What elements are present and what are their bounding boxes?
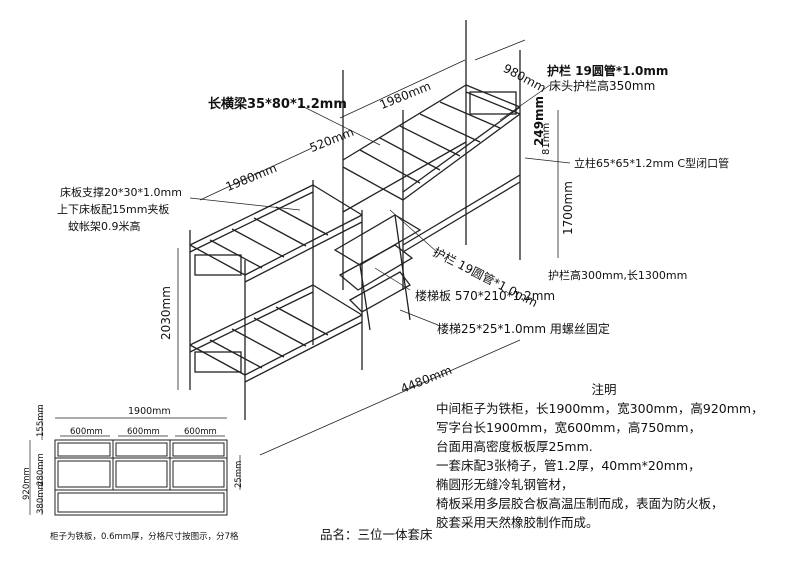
rail-size-label: 护栏高300mm,长1300mm	[548, 269, 688, 282]
notes-block: 注明 中间柜子为铁柜，长1900mm，宽300mm，高920mm， 写字台长19…	[436, 380, 796, 532]
notes-line: 中间柜子为铁柜，长1900mm，宽300mm，高920mm，	[436, 401, 764, 416]
support-label-1: 床板支撑20*30*1.0mm	[60, 186, 182, 199]
dimension-lines	[177, 39, 559, 456]
notes-line: 一套床配3张椅子，管1.2厚，40mm*20mm，	[436, 458, 701, 473]
left-bed-frame	[189, 180, 363, 420]
cabinet-caption: 柜子为铁板，0.6mm厚，分格尺寸按图示，分7格	[50, 532, 239, 542]
cabinet-col-3: 600mm	[184, 427, 217, 437]
notes-line: 胶套采用天然橡胶制作而成。	[436, 515, 599, 530]
notes-title: 注明	[591, 382, 617, 397]
dim-post-top: 81mm	[541, 122, 552, 155]
leader-lines	[189, 84, 571, 326]
cabinet-h-right: 25mm	[234, 460, 244, 488]
cabinet-h-bot: 380mm	[36, 481, 46, 514]
support-label-2: 上下床板配15mm夹板	[57, 203, 170, 216]
notes-line: 写字台长1900mm，宽600mm，高750mm，	[436, 420, 702, 435]
long-beam-label: 长横梁35*80*1.2mm	[208, 97, 347, 112]
column-label: 立柱65*65*1.2mm C型闭口管	[574, 157, 730, 170]
support-label-3: 蚊帐架0.9米高	[68, 220, 141, 233]
cabinet-drawing	[29, 405, 241, 516]
cabinet-col-2: 600mm	[127, 427, 160, 437]
notes-line: 椅板采用多层胶合板高温压制而成，表面为防火板，	[436, 496, 724, 511]
ladder-label: 楼梯25*25*1.0mm 用螺丝固定	[437, 322, 610, 336]
product-name: 品名：三位一体套床	[320, 527, 433, 542]
guard-rail-top-label: 护栏 19圆管*1.0mm	[547, 64, 669, 78]
right-bed-frame	[342, 20, 521, 290]
head-rail-height-label: 床头护栏高350mm	[549, 79, 656, 93]
stair-board-label: 楼梯板 570*210*1.2mm	[415, 289, 556, 303]
stairs	[333, 214, 422, 331]
notes-line: 台面用高密度板板厚25mm.	[436, 439, 593, 454]
cabinet-col-1: 600mm	[70, 427, 103, 437]
cabinet-h-top: 155mm	[36, 404, 46, 437]
notes-line: 椭圆形无缝冷轧钢管材，	[436, 477, 574, 492]
cabinet-width: 1900mm	[128, 406, 171, 417]
dim-right-height: 1700mm	[561, 181, 575, 235]
cabinet-h-total: 920mm	[22, 467, 32, 500]
dim-left-height: 2030mm	[159, 286, 173, 340]
